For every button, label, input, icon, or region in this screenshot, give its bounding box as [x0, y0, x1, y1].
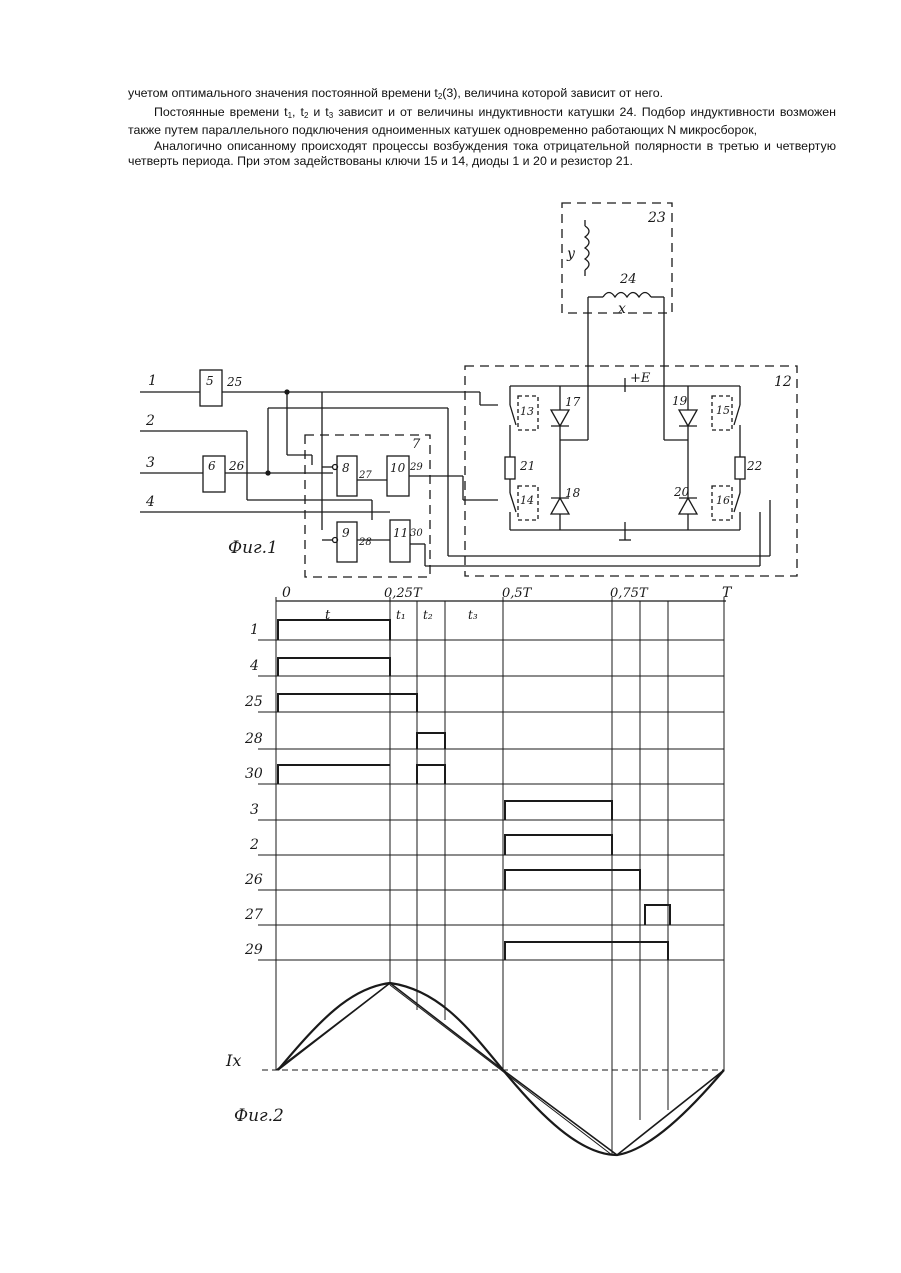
switch-15-label: 15: [716, 404, 730, 417]
current-label: Ix: [225, 1051, 241, 1070]
fig1-circuit: 23 y 24 x 12 +E 21 13: [140, 203, 797, 577]
row-label-29: 29: [244, 942, 263, 958]
pulse-28: [417, 733, 445, 749]
pulse-3: [505, 801, 612, 820]
node-30-label: 30: [410, 528, 423, 539]
coil-24-label: 24: [619, 272, 637, 287]
pulse-4: [278, 658, 390, 676]
diode-17-label: 17: [565, 395, 581, 409]
pulse-2: [505, 835, 612, 855]
block-11-label: 11: [393, 526, 408, 540]
row-label-1: 1: [250, 622, 259, 638]
row-label-26: 26: [244, 872, 263, 888]
coil-y-label: y: [566, 246, 576, 262]
block-8-label: 8: [342, 461, 350, 475]
row-label-25: 25: [244, 694, 263, 710]
current-curve: [278, 983, 724, 1155]
pulse-1: [278, 620, 390, 640]
switch-14-label: 14: [520, 494, 534, 507]
block-5-label: 5: [206, 374, 214, 388]
diode-20-icon: [679, 498, 697, 514]
group-12-label: 12: [774, 374, 792, 390]
block-9-label: 9: [342, 526, 350, 540]
resistor-22-label: 22: [746, 459, 762, 473]
interval-t1: t₁: [396, 608, 406, 622]
pulse-27: [645, 905, 670, 925]
row-label-27: 27: [244, 907, 263, 923]
input-4-label: 4: [145, 494, 155, 510]
input-1-label: 1: [148, 373, 157, 389]
switch-16-icon: [734, 493, 740, 512]
node-25-label: 25: [226, 375, 242, 389]
pulse-30: [278, 765, 445, 784]
interval-t3: t₃: [468, 608, 478, 622]
switch-15-icon: [734, 405, 740, 425]
input-2-label: 2: [145, 413, 155, 429]
resistor-21: [505, 457, 515, 479]
node-29-label: 29: [409, 462, 423, 473]
group-7-box: [305, 435, 430, 577]
coil-24-icon: [603, 293, 651, 298]
switch-13-icon: [510, 405, 516, 425]
row-label-2: 2: [249, 837, 259, 853]
row-label-28: 28: [244, 731, 263, 747]
diode-17-icon: [551, 410, 569, 426]
pulse-29: [505, 942, 668, 960]
group-23-label: 23: [647, 210, 666, 226]
switch-16-label: 16: [716, 494, 730, 507]
fig1-caption: Фиг.1: [228, 538, 278, 558]
coil-y-icon: [585, 220, 589, 276]
fig2-timing: 0 0,25T 0,5T 0,75T T t t₁ t₂ t₃: [225, 585, 733, 1155]
interval-t2: t₂: [423, 608, 433, 622]
node-28-label: 28: [358, 537, 372, 548]
switch-13-label: 13: [520, 405, 534, 418]
time-label-075: 0,75T: [610, 586, 649, 601]
coil-x-label: x: [618, 301, 626, 317]
supply-label: +E: [630, 371, 651, 386]
diode-18-label: 18: [565, 486, 581, 500]
row-label-30: 30: [245, 766, 263, 782]
time-label-0: 0: [282, 585, 291, 601]
pulse-26: [505, 870, 640, 890]
pulse-25: [278, 694, 417, 712]
row-label-3: 3: [250, 802, 259, 818]
resistor-22: [735, 457, 745, 479]
diode-18-icon: [551, 498, 569, 514]
input-3-label: 3: [146, 455, 155, 471]
block-10-label: 10: [390, 461, 406, 475]
diode-19-icon: [679, 410, 697, 426]
resistor-21-label: 21: [519, 459, 535, 473]
diode-19-label: 19: [672, 394, 688, 408]
switch-14-icon: [510, 493, 516, 512]
diode-20-label: 20: [673, 485, 690, 499]
row-label-4: 4: [249, 658, 259, 674]
fig2-caption: Фиг.2: [234, 1106, 284, 1126]
block-6-label: 6: [208, 459, 216, 473]
node-26-label: 26: [228, 459, 245, 473]
time-label-05: 0,5T: [502, 586, 533, 601]
group-7-label: 7: [412, 437, 421, 452]
